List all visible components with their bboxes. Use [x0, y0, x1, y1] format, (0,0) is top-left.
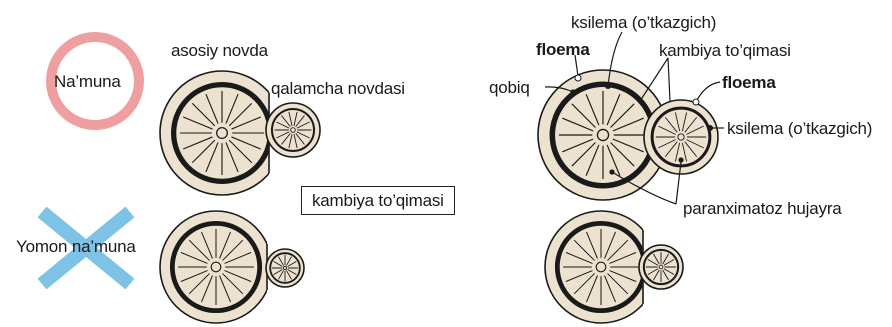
leader-phloem-right — [697, 82, 720, 100]
scion-label: qalamcha novdasi — [271, 80, 405, 97]
label-parenchyma: paranximatoz hujayra — [683, 200, 842, 217]
pith — [597, 129, 608, 140]
anatomy2-scion-section — [639, 245, 683, 289]
dot-parenchyma-2 — [678, 157, 683, 162]
pith — [217, 128, 228, 139]
dot-phloem-left — [575, 75, 581, 81]
bad-rootstock-section — [160, 211, 272, 323]
rootstock-label: asosiy novda — [171, 42, 268, 59]
dot-phloem-right — [693, 99, 699, 105]
label-bark: qobiq — [489, 79, 530, 96]
bad-example-badge: Yomon na’muna — [16, 238, 136, 255]
section-body — [160, 211, 272, 323]
pith — [283, 266, 286, 269]
good-example-badge: Na’muna — [54, 73, 121, 90]
cambium-box-label: kambiya to’qimasi — [301, 186, 455, 215]
section-body — [266, 249, 304, 287]
bad-scion-section — [266, 249, 304, 287]
pith — [659, 265, 663, 269]
pith — [291, 128, 296, 133]
label-phloem-right: floema — [722, 74, 776, 91]
leader-cambium-2 — [668, 58, 670, 101]
pith — [596, 262, 606, 272]
good-scion-section — [266, 103, 320, 157]
dot-bark — [570, 89, 575, 94]
dot-xylem-right — [707, 125, 713, 131]
label-cambium: kambiya to’qimasi — [659, 42, 791, 59]
pith — [211, 262, 221, 272]
label-xylem-right: ksilema (o’tkazgich) — [727, 120, 872, 137]
pith — [678, 134, 684, 140]
dot-parenchyma-1 — [609, 169, 614, 174]
label-phloem-left: floema — [536, 41, 590, 58]
dot-xylem-top — [605, 83, 611, 89]
label-xylem-top: ksilema (o’tkazgich) — [571, 14, 716, 31]
section-body — [639, 245, 683, 289]
section-body — [266, 103, 320, 157]
